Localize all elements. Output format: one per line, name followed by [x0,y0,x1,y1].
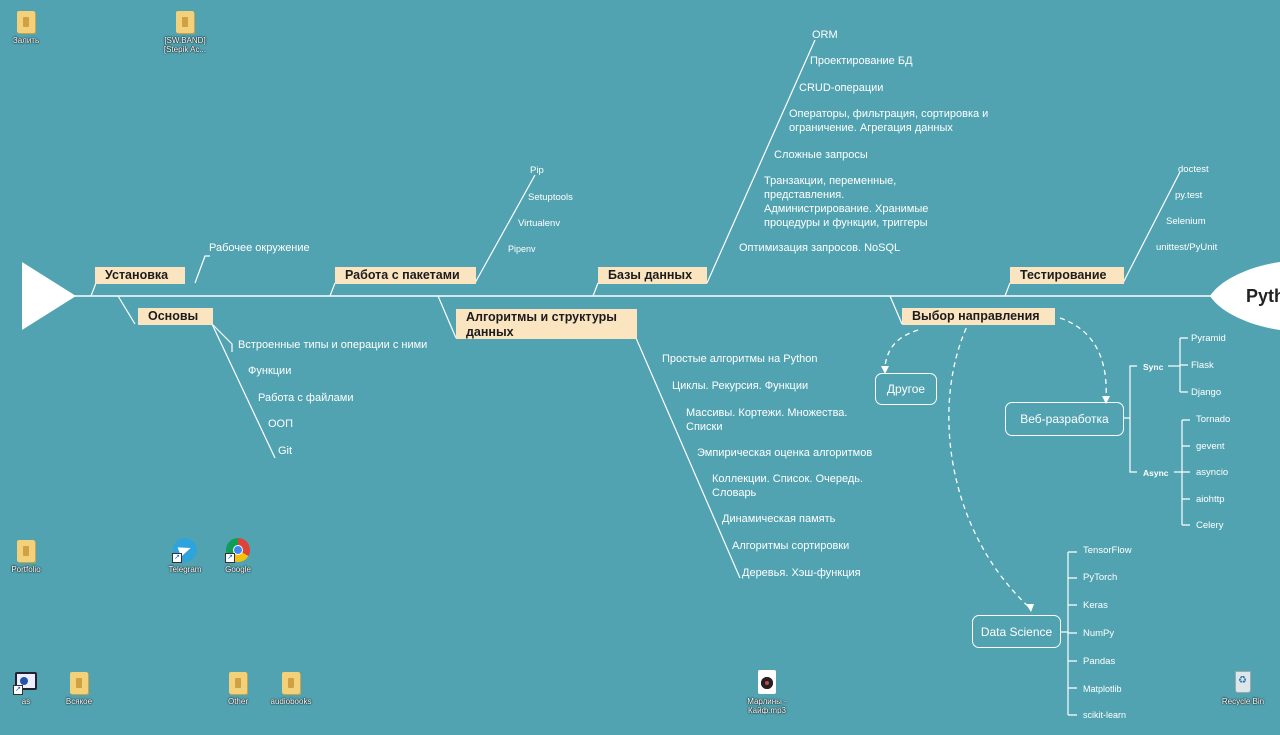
testing-item: unittest/PyUnit [1156,242,1218,253]
testing-item: doctest [1178,164,1209,175]
header-packages: Работа с пакетами [335,267,476,284]
ds-item: Keras [1083,600,1108,611]
installation-item: Рабочее окружение [209,242,310,254]
databases-item: CRUD-операции [799,82,884,94]
ds-item: Matplotlib [1083,684,1122,694]
desktop-icon-stepik[interactable]: [SW.BAND] [Stepik Ac... [156,8,214,54]
folder-icon [70,672,88,694]
sync-label: Sync [1143,362,1164,372]
desktop-icon-recycle-bin[interactable]: Recycle Bin [1214,669,1272,706]
head-text: Pyth [1246,286,1280,306]
recycle-bin-icon [1235,671,1251,693]
folder-icon [17,540,35,562]
testing-item: Selenium [1166,216,1206,227]
basics-item: Функции [248,365,292,377]
algorithms-item: Массивы. Кортежи. Множества. Списки [686,407,848,433]
ds-item: TensorFlow [1083,545,1132,556]
algorithms-item: Деревья. Хэш-функция [742,567,861,579]
folder-icon [282,672,300,694]
desktop-icon-audiobooks[interactable]: audiobooks [262,669,320,706]
basics-item: Встроенные типы и операции с ними [238,339,428,351]
algorithms-item: Динамическая память [722,513,836,525]
other-box: Другое [875,373,937,405]
basics-item: ООП [268,418,294,430]
packages-item: Pip [530,165,544,176]
async-label: Async [1143,468,1169,478]
audio-file-icon [758,670,776,694]
ds-item: NumPy [1083,628,1115,639]
desktop-icon-portfolio[interactable]: Portfolio [0,537,55,574]
databases-item: ORM [812,29,838,41]
databases-item: Транзакции, переменные, представления. А… [764,175,929,229]
desktop-icon-vsyakoe[interactable]: Всякое [50,669,108,706]
header-installation: Установка [95,267,185,284]
desktop-icon-telegram[interactable]: ↗ Telegram [156,537,214,574]
packages-item: Virtualenv [518,218,561,229]
fishbone-tail [22,262,76,330]
packages-item: Pipenv [508,244,536,254]
algorithms-item: Коллекции. Список. Очередь. Словарь [712,473,864,499]
algorithms-item: Простые алгоритмы на Python [662,353,818,365]
databases-item: Операторы, фильтрация, сортировка и огра… [789,108,989,134]
databases-item: Сложные запросы [774,149,868,161]
header-basics: Основы [138,308,213,325]
ds-item: PyTorch [1083,572,1118,583]
algorithms-item: Циклы. Рекурсия. Функции [672,380,809,392]
basics-item: Git [278,445,293,457]
basics-item: Работа с файлами [258,392,354,404]
desktop-icon-zalit[interactable]: Залить [0,8,55,45]
desktop-icon-as[interactable]: ↗ as [0,669,55,706]
databases-item: Проектирование БД [810,55,913,67]
web-async-item: asyncio [1196,467,1229,478]
algorithms-item: Алгоритмы сортировки [732,540,850,552]
web-async-item: gevent [1196,441,1225,452]
fishbone-head [1210,262,1280,330]
web-async-item: aiohttp [1196,494,1225,505]
web-async-item: Celery [1196,520,1224,531]
header-algorithms: Алгоритмы и структуры данных [456,309,637,339]
ds-item: scikit-learn [1083,710,1127,720]
web-async-item: Tornado [1196,414,1231,425]
testing-item: py.test [1175,190,1203,201]
web-dev-box: Веб-разработка [1005,402,1124,436]
desktop-icon-other[interactable]: Other [209,669,267,706]
packages-item: Setuptools [528,192,573,203]
folder-icon [229,672,247,694]
web-sync-item: Pyramid [1191,333,1226,344]
folder-icon [176,11,194,33]
header-databases: Базы данных [598,267,707,284]
desktop-icon-google[interactable]: ↗ Google [209,537,267,574]
web-sync-item: Django [1191,387,1222,398]
algorithms-item: Эмпирическая оценка алгоритмов [697,447,873,459]
header-testing: Тестирование [1010,267,1124,284]
web-sync-item: Flask [1191,360,1214,371]
ds-item: Pandas [1083,656,1116,667]
databases-item: Оптимизация запросов. NoSQL [739,242,901,254]
data-science-box: Data Science [972,615,1061,648]
folder-icon [17,11,35,33]
desktop-icon-marliny[interactable]: Марлины - Кайф.mp3 [738,669,796,715]
header-direction: Выбор направления [902,308,1055,325]
